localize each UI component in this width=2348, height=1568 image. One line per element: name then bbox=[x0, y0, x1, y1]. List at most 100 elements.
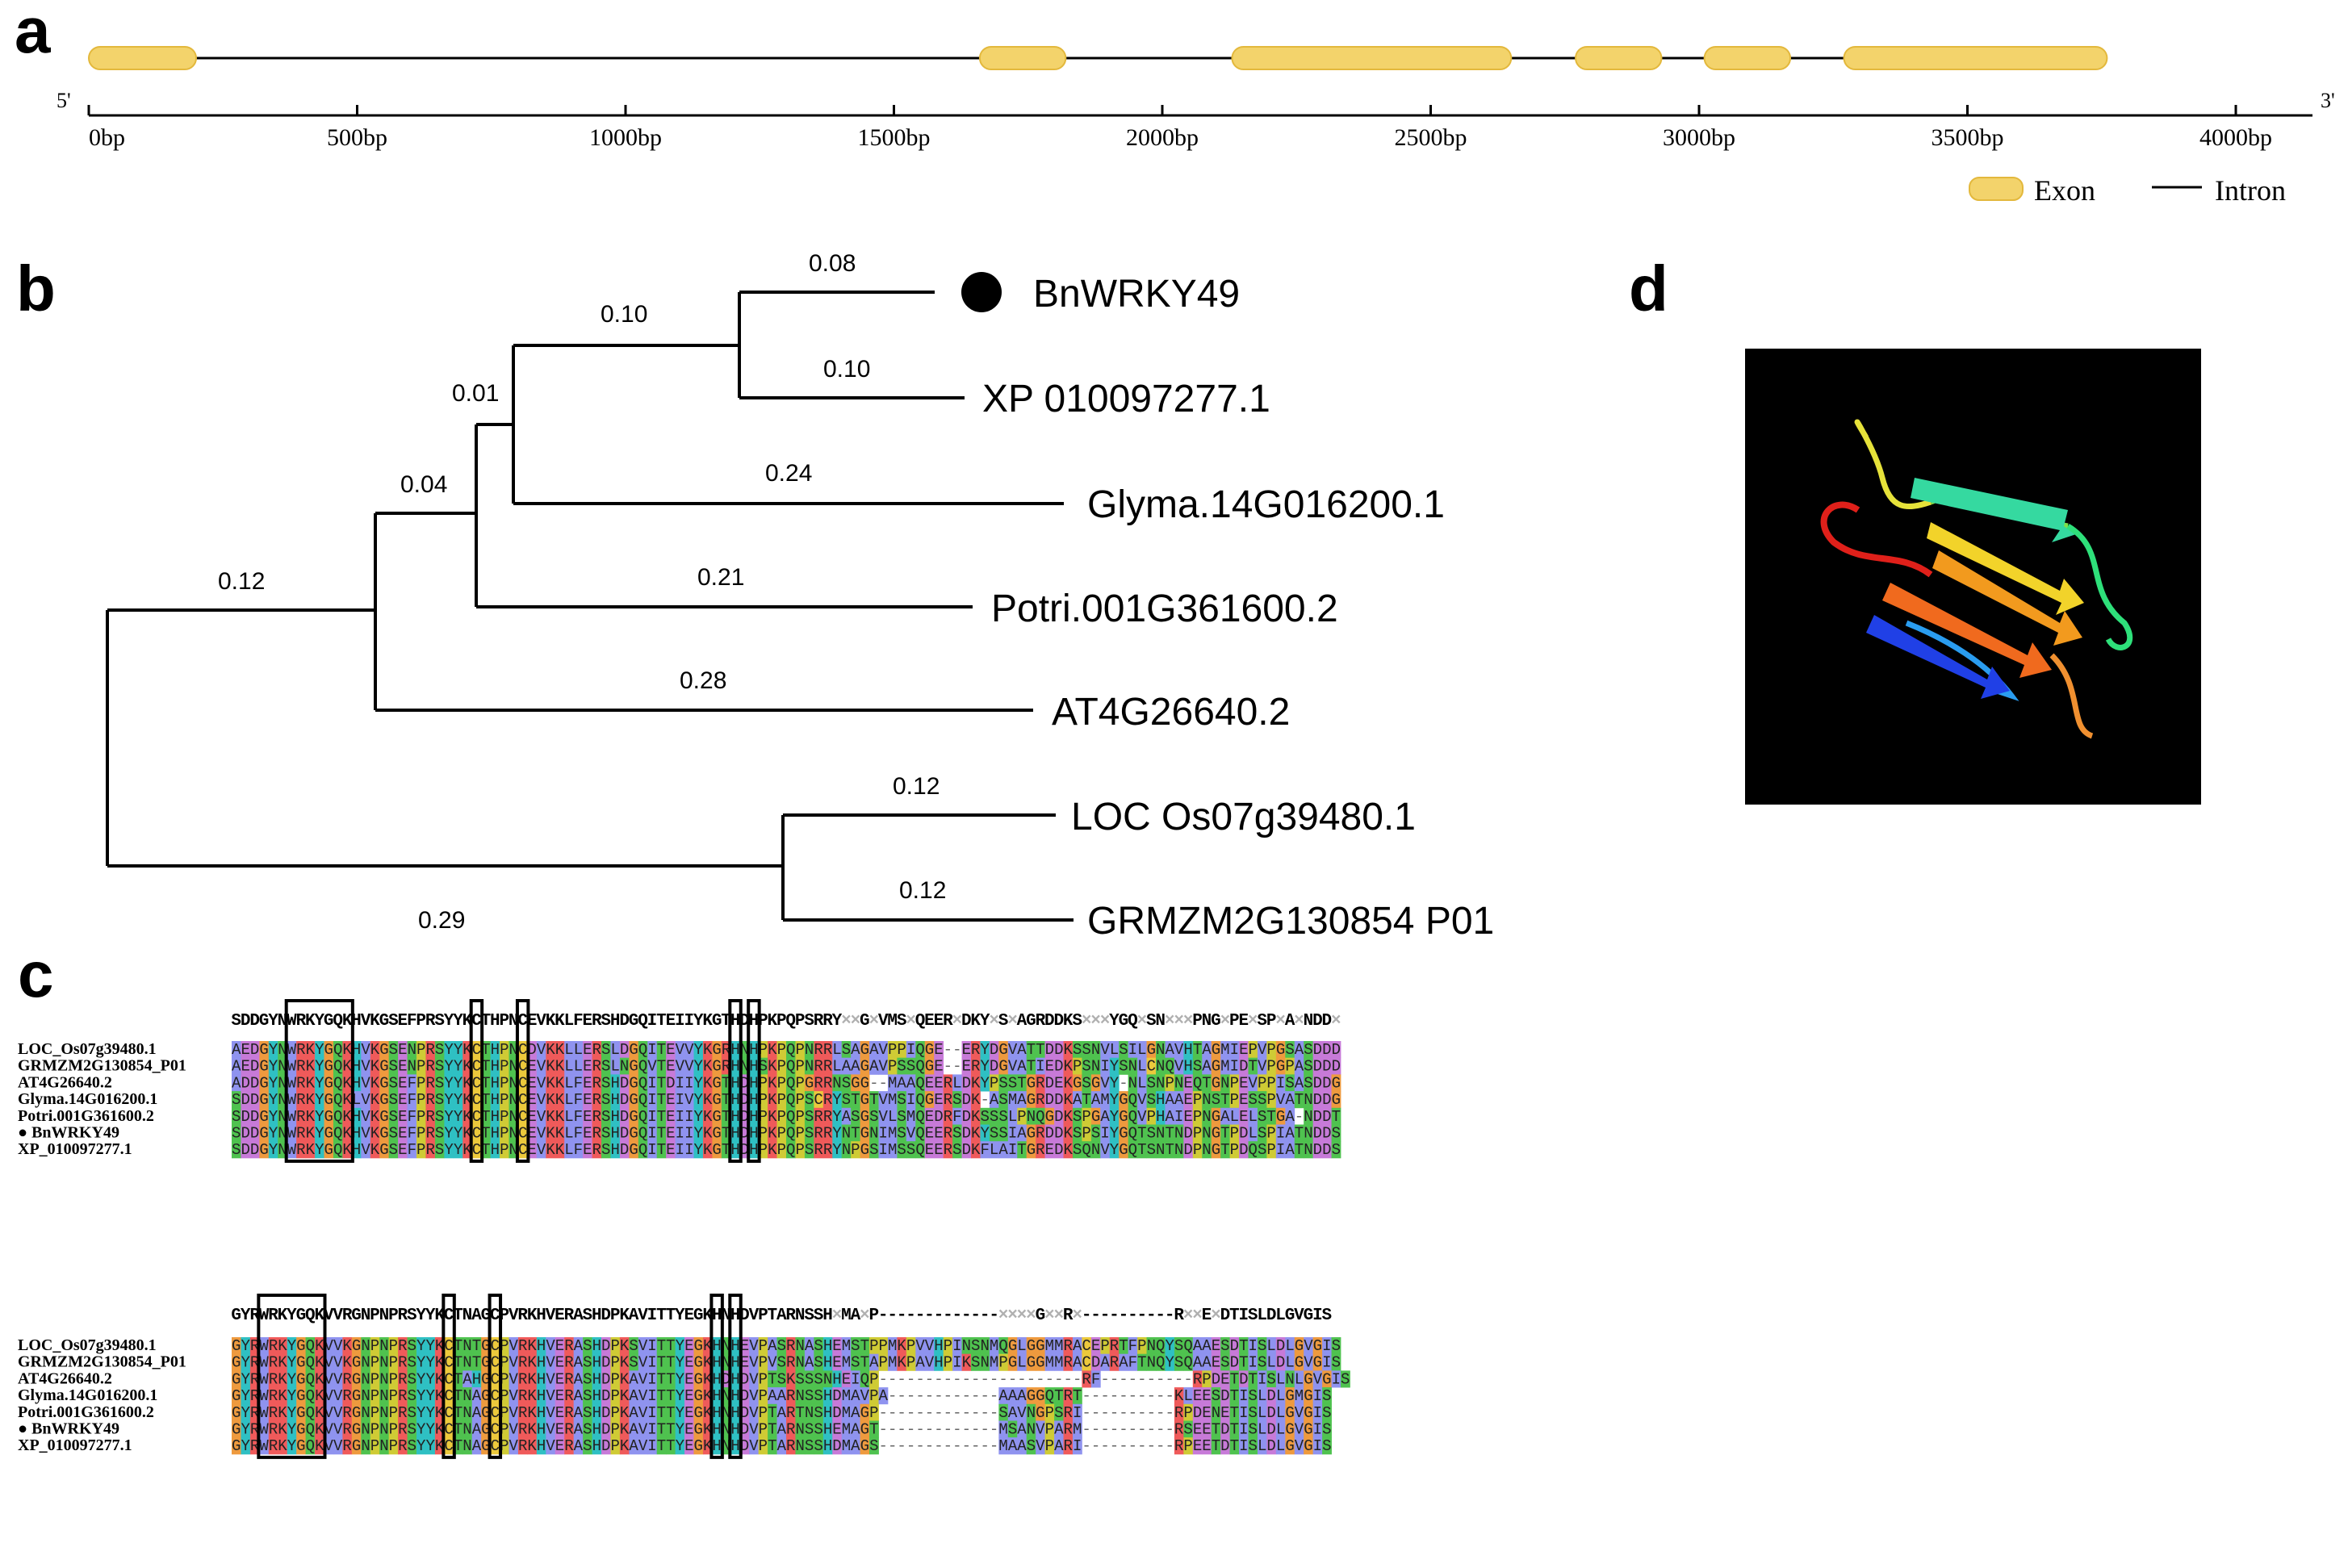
residue-letter: G bbox=[259, 1141, 268, 1159]
residue-letter: R bbox=[269, 1421, 278, 1439]
residue-letter: V bbox=[546, 1337, 555, 1355]
residue-cell bbox=[425, 1107, 436, 1125]
residue-cell bbox=[1304, 1057, 1314, 1075]
residue-letter: G bbox=[1285, 1437, 1294, 1455]
residue-letter: N bbox=[462, 1387, 471, 1405]
residue-cell bbox=[583, 1041, 592, 1059]
residue-letter: - bbox=[1128, 1387, 1137, 1405]
residue-cell bbox=[952, 1074, 962, 1092]
residue-letter: - bbox=[915, 1437, 924, 1455]
residue-cell bbox=[971, 1124, 981, 1142]
consensus-residue: - bbox=[934, 1307, 944, 1325]
residue-cell bbox=[721, 1074, 731, 1092]
residue-letter: - bbox=[1110, 1370, 1119, 1388]
axis-tick-label: 1500bp bbox=[858, 124, 931, 151]
residue-cell bbox=[786, 1041, 796, 1059]
residue-cell bbox=[666, 1041, 676, 1059]
consensus-residue: Y bbox=[241, 1307, 251, 1325]
residue-cell bbox=[398, 1041, 408, 1059]
residue-letter: D bbox=[832, 1404, 841, 1422]
residue-cell bbox=[1239, 1057, 1249, 1075]
residue-letter: - bbox=[934, 1421, 943, 1439]
residue-cell bbox=[481, 1074, 491, 1092]
residue-letter: P bbox=[389, 1354, 398, 1372]
residue-letter: S bbox=[998, 1404, 1007, 1422]
consensus-residue: Q bbox=[1128, 1012, 1138, 1031]
residue-cell bbox=[546, 1091, 556, 1109]
residue-cell bbox=[1137, 1107, 1147, 1125]
residue-letter: K bbox=[555, 1058, 565, 1076]
residue-cell bbox=[934, 1074, 944, 1092]
residue-letter: I bbox=[676, 1141, 684, 1159]
residue-cell bbox=[1312, 1107, 1323, 1125]
residue-letter: - bbox=[1128, 1437, 1137, 1455]
residue-letter: Y bbox=[1110, 1108, 1120, 1126]
axis-tick-label: 500bp bbox=[327, 124, 387, 151]
consensus-residue: R bbox=[943, 1012, 953, 1031]
residue-cell bbox=[702, 1074, 713, 1092]
residue-cell bbox=[721, 1041, 731, 1059]
residue-cell bbox=[693, 1041, 704, 1059]
residue-letter: C bbox=[1082, 1337, 1090, 1355]
residue-letter: E bbox=[1220, 1370, 1229, 1388]
residue-cell bbox=[361, 1107, 371, 1125]
residue-letter: E bbox=[684, 1404, 693, 1422]
residue-letter: - bbox=[1137, 1437, 1146, 1455]
residue-letter: T bbox=[1295, 1125, 1304, 1143]
residue-letter: A bbox=[805, 1354, 814, 1372]
residue-cell bbox=[481, 1141, 491, 1159]
residue-letter: D bbox=[740, 1091, 749, 1109]
residue-letter: N bbox=[1156, 1141, 1165, 1159]
residue-letter: T bbox=[1249, 1370, 1258, 1388]
residue-letter: K bbox=[306, 1141, 316, 1159]
residue-letter: R bbox=[564, 1370, 573, 1388]
residue-letter: A bbox=[462, 1370, 472, 1388]
consensus-residue: I bbox=[647, 1307, 658, 1325]
residue-letter: T bbox=[657, 1404, 666, 1422]
residue-cell bbox=[795, 1041, 806, 1059]
residue-cell bbox=[601, 1041, 611, 1059]
residue-letter: M bbox=[842, 1421, 851, 1439]
protein-ribbon-image bbox=[1820, 419, 2133, 739]
residue-letter: H bbox=[712, 1337, 721, 1355]
residue-cell bbox=[536, 1107, 546, 1125]
residue-letter: N bbox=[361, 1337, 370, 1355]
consensus-residue: V bbox=[638, 1307, 648, 1325]
residue-letter: G bbox=[1276, 1108, 1285, 1126]
residue-cell bbox=[490, 1124, 500, 1142]
consensus-residue: A bbox=[629, 1307, 639, 1325]
residue-letter: H bbox=[352, 1141, 361, 1159]
residue-letter: H bbox=[1156, 1091, 1165, 1109]
residue-letter: M bbox=[842, 1337, 851, 1355]
residue-letter: D bbox=[527, 1041, 536, 1059]
residue-letter: I bbox=[676, 1074, 684, 1092]
residue-letter: - bbox=[962, 1387, 971, 1405]
residue-cell bbox=[333, 1337, 343, 1355]
residue-cell bbox=[1063, 1057, 1074, 1075]
residue-letter: K bbox=[971, 1125, 981, 1143]
residue-letter: - bbox=[897, 1370, 906, 1388]
residue-cell bbox=[989, 1141, 999, 1159]
consensus-residue: × bbox=[1331, 1012, 1341, 1031]
residue-cell bbox=[786, 1124, 796, 1142]
residue-cell bbox=[1146, 1124, 1157, 1142]
residue-letter: I bbox=[1230, 1041, 1239, 1059]
consensus-residue: I bbox=[675, 1012, 685, 1031]
residue-letter: P bbox=[1165, 1074, 1174, 1092]
residue-cell bbox=[629, 1107, 639, 1125]
residue-letter: C bbox=[444, 1354, 453, 1372]
residue-cell bbox=[546, 1074, 556, 1092]
residue-letter: Q bbox=[333, 1058, 342, 1076]
residue-letter: R bbox=[425, 1074, 434, 1092]
residue-letter: G bbox=[352, 1370, 361, 1388]
residue-cell bbox=[1239, 1107, 1249, 1125]
residue-letter: P bbox=[777, 1141, 786, 1159]
residue-cell bbox=[619, 1074, 630, 1092]
residue-letter: R bbox=[564, 1387, 573, 1405]
residue-letter: S bbox=[435, 1091, 444, 1109]
consensus-residue: A bbox=[776, 1307, 787, 1325]
residue-letter: G bbox=[694, 1404, 703, 1422]
residue-letter: S bbox=[814, 1337, 822, 1355]
residue-letter: Y bbox=[287, 1421, 297, 1439]
residue-letter: H bbox=[730, 1074, 739, 1092]
